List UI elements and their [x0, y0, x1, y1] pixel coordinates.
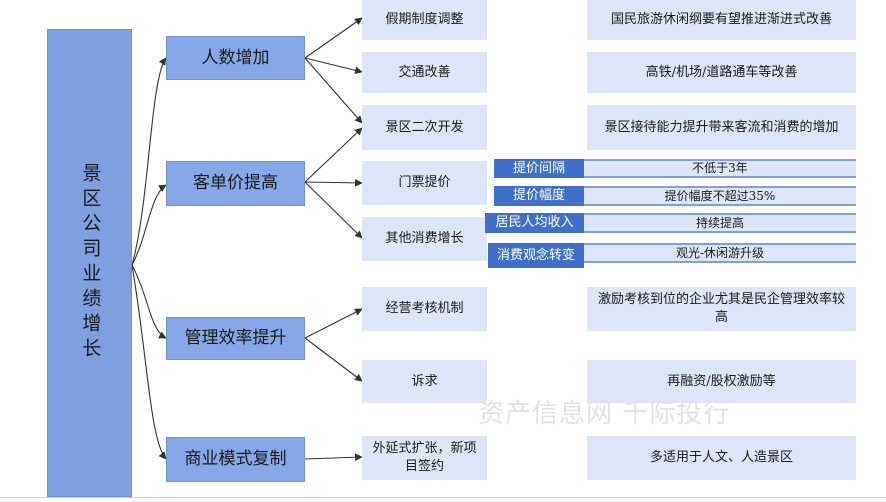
- node-jiaotong-gaishan: 交通改善: [362, 52, 487, 93]
- detail-text: 激励考核到位的企业尤其是民企管理效率较高: [597, 292, 845, 325]
- node-label: 景区二次开发: [385, 119, 464, 135]
- node-label: 外延式扩张，新项目签约: [372, 441, 477, 474]
- connector-root-kedanjia: [131, 184, 167, 266]
- tag-tijia-fudu: 提价幅度: [494, 186, 584, 206]
- node-menpiao-tijia: 门票提价: [362, 161, 487, 205]
- node-qita-xiaofei: 其他消费增长: [362, 217, 487, 261]
- branch-label: 人数增加: [201, 47, 270, 68]
- node-label: 交通改善: [398, 64, 451, 80]
- tag-xiaofei-guannian: 消费观念转变: [488, 243, 584, 268]
- connector-renshu-jiaotong: [304, 57, 363, 75]
- connector-kedanjia-menpiao: [304, 179, 363, 187]
- tag-label: 提价幅度: [512, 188, 565, 204]
- tag-jumin-shouru: 居民人均收入: [485, 213, 584, 233]
- tag-detail-text: 提价幅度不超过35%: [664, 188, 776, 203]
- tag-detail-text: 持续提高: [695, 215, 744, 230]
- node-jingying-kaohe: 经营考核机制: [362, 287, 487, 331]
- branch-kedanjia-tigao: 客单价提高: [166, 161, 305, 206]
- connector-root-shangye: [131, 264, 167, 460]
- node-label: 经营考核机制: [385, 301, 464, 317]
- connector-kedanjia-qita: [304, 181, 363, 239]
- node-label: 门票提价: [398, 175, 451, 191]
- branch-label: 客单价提高: [193, 173, 278, 194]
- tag-detail-text: 观光-休闲游升级: [675, 245, 765, 260]
- node-jingqu-kaifa: 景区二次开发: [362, 105, 487, 150]
- node-label: 其他消费增长: [385, 231, 464, 247]
- branch-label: 商业模式复制: [184, 449, 287, 470]
- detail-jiaotong-gaishan: 高铁/机场/道路通车等改善: [587, 52, 856, 93]
- node-jiaqi-zhidu: 假期制度调整: [362, 0, 487, 40]
- bottom-divider: [0, 497, 886, 498]
- tag-tijia-jiange: 提价间隔: [494, 159, 584, 178]
- detail-text: 国民旅游休闲纲要有望推进渐进式改善: [610, 12, 832, 28]
- detail-text: 景区接待能力提升带来客流和消费的增加: [604, 119, 839, 135]
- tag-label: 居民人均收入: [495, 215, 574, 231]
- root-node: 景区公司业绩增长: [47, 29, 132, 497]
- branch-label: 管理效率提升: [184, 328, 287, 349]
- tag-detail-text: 不低于3年: [692, 161, 748, 176]
- branch-renshu-zengjia: 人数增加: [166, 36, 305, 80]
- connector-guanli-suqiu: [304, 337, 363, 382]
- tag-detail-tijia-jiange: 不低于3年: [584, 159, 856, 178]
- tag-label: 提价间隔: [512, 160, 565, 176]
- connector-root-guanli: [131, 264, 167, 339]
- tag-detail-xiaofei-guannian: 观光-休闲游升级: [584, 243, 856, 263]
- tag-label: 消费观念转变: [496, 247, 575, 263]
- detail-jiaqi-zhidu: 国民旅游休闲纲要有望推进渐进式改善: [587, 0, 856, 40]
- watermark: 资产信息网 千际投行: [478, 399, 731, 429]
- tag-detail-jumin-shouru: 持续提高: [584, 213, 856, 233]
- detail-text: 多适用于人文、人造景区: [649, 450, 793, 466]
- detail-waiyan-kuozhang: 多适用于人文、人造景区: [587, 436, 856, 480]
- connector-renshu-jingqu: [304, 57, 363, 124]
- detail-jingying-kaohe: 激励考核到位的企业尤其是民企管理效率较高: [587, 287, 856, 331]
- branch-shangye-moshi: 商业模式复制: [166, 437, 305, 482]
- detail-text: 高铁/机场/道路通车等改善: [645, 64, 798, 80]
- root-label: 景区公司业绩增长: [79, 163, 102, 363]
- detail-jingqu-kaifa: 景区接待能力提升带来客流和消费的增加: [587, 105, 856, 150]
- connector-kedanjia-jingqu: [304, 127, 363, 183]
- connector-guanli-jingying: [304, 308, 363, 339]
- node-suqiu: 诉求: [362, 360, 487, 403]
- connector-shangye-waiyan: [304, 453, 363, 462]
- node-label: 假期制度调整: [385, 12, 464, 28]
- detail-suqiu: 再融资/股权激励等: [587, 360, 856, 403]
- branch-guanli-xiaolv: 管理效率提升: [166, 317, 305, 360]
- node-waiyan-kuozhang: 外延式扩张，新项目签约: [362, 436, 487, 480]
- connector-root-renshu: [131, 57, 167, 266]
- connector-renshu-jiaqi: [304, 17, 363, 59]
- tag-detail-tijia-fudu: 提价幅度不超过35%: [584, 186, 856, 206]
- detail-text: 再融资/股权激励等: [667, 373, 776, 389]
- node-label: 诉求: [411, 373, 438, 389]
